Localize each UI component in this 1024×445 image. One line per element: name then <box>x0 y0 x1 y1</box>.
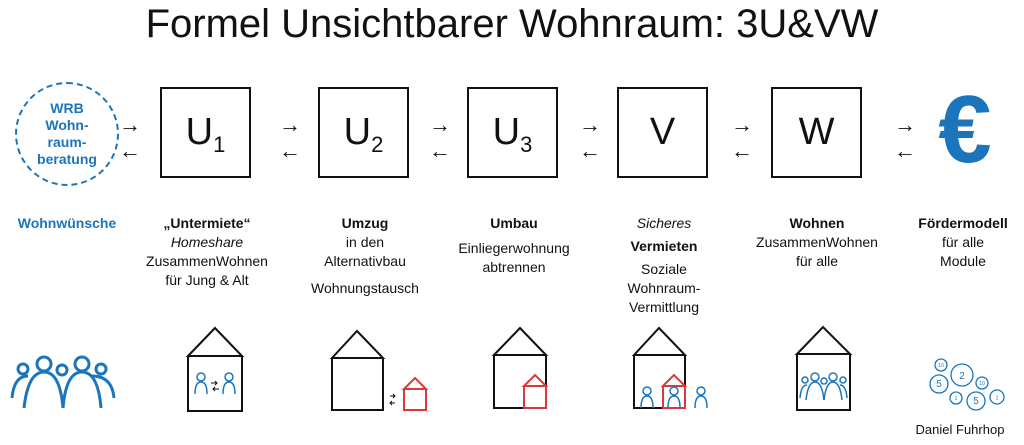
coin-value: 2 <box>959 371 965 382</box>
box-letter: U <box>185 111 214 153</box>
house-u2-icon <box>329 329 429 411</box>
arrow-right-icon: → <box>279 112 301 137</box>
house-u3-icon <box>491 326 549 409</box>
arrow-left-icon: ← <box>429 138 451 163</box>
box-subscript: 1 <box>213 132 226 157</box>
group-people-icon <box>10 355 116 409</box>
box-w: W <box>771 87 862 178</box>
arrow-right-icon: → <box>579 112 601 137</box>
coin <box>966 391 986 411</box>
label-line: ZusammenWohnen <box>146 253 268 269</box>
arrow-left-icon: ← <box>279 138 301 163</box>
label-euro: Fördermodell für alle Module <box>888 214 1024 271</box>
wrb-line: beratung <box>37 151 97 167</box>
box-u1: U1 <box>160 87 251 178</box>
label-title: Fördermodell <box>918 215 1008 231</box>
label-line: abtrennen <box>482 259 546 275</box>
coin-value: 10 <box>979 381 985 387</box>
box-letter: W <box>798 111 835 153</box>
label-line: für alle <box>795 253 839 269</box>
label-u3: Umbau Einliegerwohnung abtrennen <box>439 214 589 277</box>
box-v: V <box>617 87 708 178</box>
coin-value: 5 <box>936 379 942 390</box>
house-w-icon <box>794 325 853 411</box>
wrb-line: Wohn- <box>45 117 89 133</box>
label-title: Umbau <box>490 215 538 231</box>
box-letter: V <box>649 111 676 153</box>
label-line: ZusammenWohnen <box>756 234 878 250</box>
coin <box>934 358 948 372</box>
house-v-icon <box>631 326 708 409</box>
label-title: „Untermiete“ <box>163 215 251 231</box>
label-line: Vermittlung <box>628 299 700 315</box>
box-letter: U <box>492 111 521 153</box>
label-u1: „Untermiete“ Homeshare ZusammenWohnen fü… <box>132 214 282 290</box>
euro-icon: € <box>938 76 992 183</box>
label-line: Module <box>940 253 986 269</box>
coin <box>929 374 949 394</box>
label-italic: Homeshare <box>170 234 244 250</box>
coin <box>975 376 989 390</box>
box-u2: U2 <box>318 87 409 178</box>
coin <box>989 389 1005 405</box>
arrow-right-icon: → <box>429 112 451 137</box>
house-u1-icon <box>185 326 245 412</box>
label-v: Sicheres Vermieten Soziale Wohnraum- Ver… <box>589 214 739 317</box>
label-title: Vermieten <box>630 238 698 254</box>
label-title: Wohnwünsche <box>17 215 117 231</box>
label-italic: Sicheres <box>636 215 692 231</box>
wrb-circle: WRB Wohn- raum- beratung <box>15 82 119 186</box>
page-title: Formel Unsichtbarer Wohnraum: 3U&VW <box>145 2 879 46</box>
label-line: für alle <box>941 234 985 250</box>
box-subscript: 2 <box>371 132 384 157</box>
box-letter: U <box>343 111 372 153</box>
coin-value: 1 <box>955 396 958 402</box>
label-wrb: Wohnwünsche <box>0 214 142 233</box>
coin <box>949 391 963 405</box>
arrow-left-icon: ← <box>579 138 601 163</box>
coins-icon: 10 5 2 10 1 5 1 <box>929 358 1005 411</box>
label-title: Umzug <box>341 215 389 231</box>
label-line: in den <box>345 234 385 250</box>
label-line: Einliegerwohnung <box>458 240 570 256</box>
coin-value: 5 <box>973 396 979 407</box>
label-line: Alternativbau <box>324 253 406 269</box>
label-w: Wohnen ZusammenWohnen für alle <box>742 214 892 271</box>
box-u3: U3 <box>467 87 558 178</box>
box-subscript: 3 <box>520 132 533 157</box>
arrow-left-icon: ← <box>894 138 916 163</box>
label-line: für Jung & Alt <box>165 272 249 288</box>
label-u2: Umzug in den Alternativbau Wohnungstausc… <box>290 214 440 298</box>
label-line: Wohnungstausch <box>311 280 419 296</box>
author-credit: Daniel Fuhrhop <box>915 422 1005 437</box>
arrow-right-icon: → <box>119 112 141 137</box>
arrow-left-icon: ← <box>731 138 753 163</box>
wrb-line: WRB <box>50 100 84 116</box>
label-line: Wohnraum- <box>627 280 701 296</box>
coin <box>950 363 974 387</box>
arrow-left-icon: ← <box>119 138 141 163</box>
label-title: Wohnen <box>789 215 845 231</box>
arrow-right-icon: → <box>731 112 753 137</box>
coin-value: 10 <box>938 363 944 369</box>
label-line: Soziale <box>641 261 687 277</box>
coin-value: 1 <box>996 395 999 401</box>
wrb-line: raum- <box>47 134 87 150</box>
arrow-right-icon: → <box>894 112 916 137</box>
